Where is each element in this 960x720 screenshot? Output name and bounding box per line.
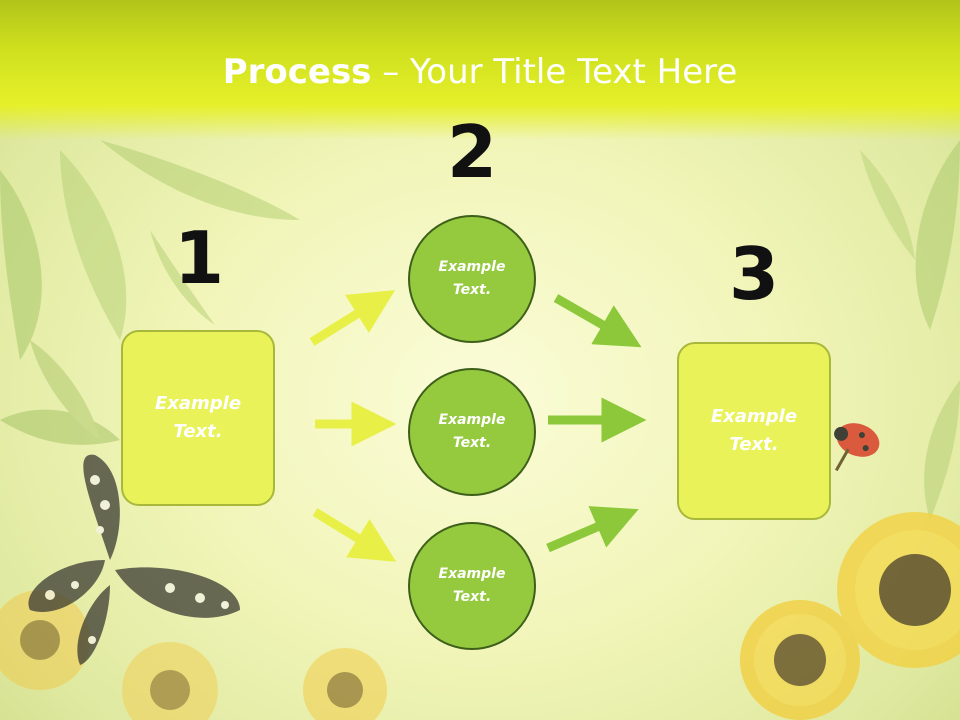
- step-2-circle-3[interactable]: Example Text.: [408, 522, 536, 650]
- arrow-1-to-2c: [312, 508, 397, 562]
- arrow-2c-to-3: [546, 506, 639, 553]
- slide-title: Process – Your Title Text Here: [0, 52, 960, 92]
- step-3-box[interactable]: Example Text.: [677, 342, 831, 520]
- step-2-circle-2[interactable]: Example Text.: [408, 368, 536, 496]
- step-number-2: 2: [446, 110, 498, 194]
- step-3-text: Example Text.: [710, 406, 798, 455]
- butterfly-illustration: [28, 454, 240, 665]
- step-1-text: Example Text.: [154, 393, 242, 442]
- sunflower-illustration: [0, 512, 960, 720]
- ladybug-illustration: [834, 423, 880, 472]
- title-band: [0, 0, 960, 140]
- step-1-box[interactable]: Example Text.: [121, 330, 275, 506]
- step-number-1: 1: [173, 216, 225, 300]
- step-2-circle-2-text: Example Text.: [438, 412, 506, 451]
- arrow-1-to-2a: [309, 290, 396, 346]
- title-rest: – Your Title Text Here: [371, 52, 738, 92]
- step-2-circle-1[interactable]: Example Text.: [408, 215, 536, 343]
- arrow-2a-to-3: [553, 294, 642, 348]
- step-2-circle-3-text: Example Text.: [438, 566, 506, 605]
- title-bold: Process: [222, 52, 372, 92]
- step-2-circle-1-text: Example Text.: [438, 259, 506, 298]
- leaves-right: [860, 140, 960, 520]
- leaves-left: [0, 140, 300, 445]
- step-number-3: 3: [728, 232, 780, 316]
